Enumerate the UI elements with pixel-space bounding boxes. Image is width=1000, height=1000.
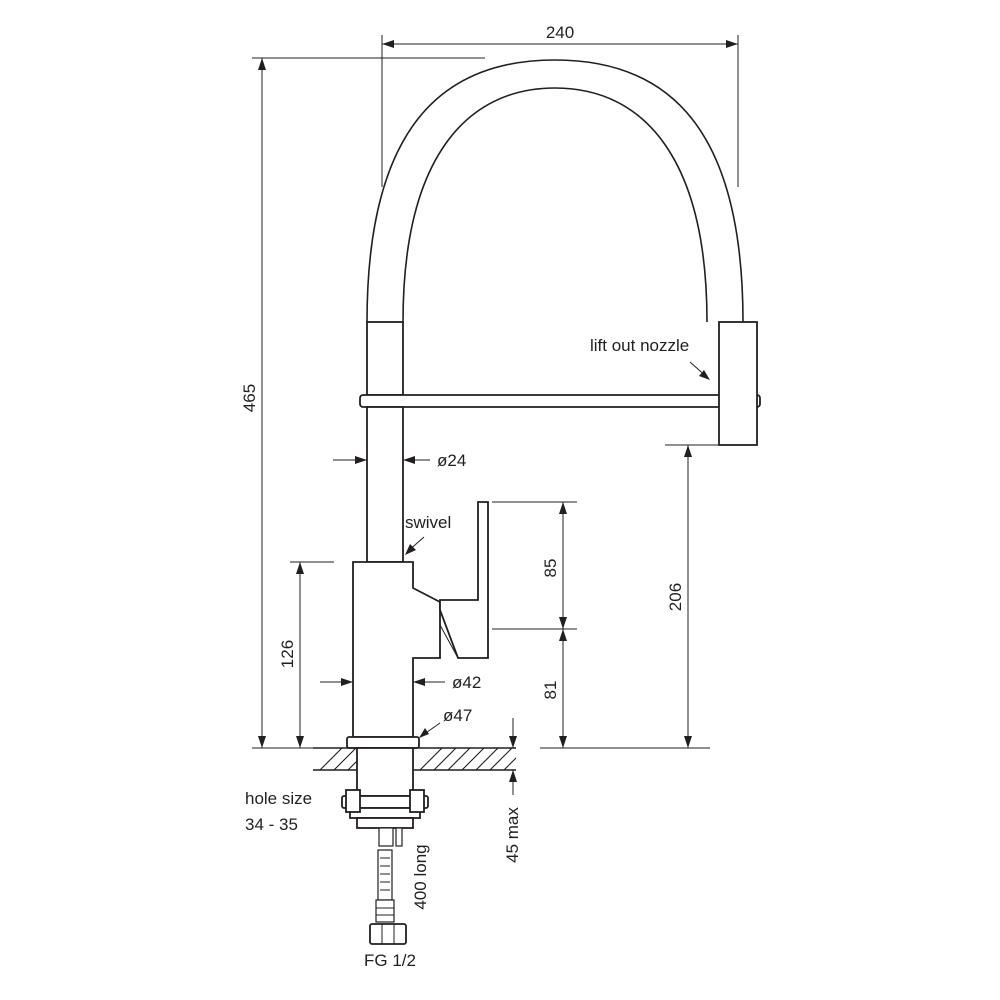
connection-label: FG 1/2 xyxy=(364,951,416,970)
dimension-spout-diameter xyxy=(333,456,430,464)
dimension-bench-thickness xyxy=(509,718,517,795)
dimension-body-height xyxy=(290,561,334,748)
mixer-body xyxy=(352,561,441,738)
hole-size-value: 34 - 35 xyxy=(245,815,298,834)
hole-size-title: hole size xyxy=(245,789,312,808)
dimension-lever-height xyxy=(492,501,577,630)
bench-section xyxy=(313,747,516,771)
spout-pipe xyxy=(366,406,404,563)
dimension-overall-height xyxy=(252,57,485,749)
flexible-hose xyxy=(375,827,403,923)
spout-diameter-label: ø24 xyxy=(437,451,466,470)
spout-riser-cap xyxy=(366,321,404,396)
lift-out-nozzle xyxy=(718,321,758,446)
hose-length-label: 400 long xyxy=(411,844,430,909)
swivel-leader xyxy=(405,536,425,555)
dimension-base-diameter xyxy=(419,722,441,738)
swivel-label: swivel xyxy=(405,513,451,532)
base-diameter-label: ø47 xyxy=(443,706,472,725)
fg-connector-nut xyxy=(369,923,407,945)
dimension-spout-reach xyxy=(381,35,739,187)
dimension-clearance-height xyxy=(665,444,719,748)
dimension-body-diameter xyxy=(320,678,445,686)
body-height-label: 126 xyxy=(278,640,297,668)
body-diameter-label: ø42 xyxy=(452,673,481,692)
gooseneck-spout xyxy=(366,59,744,323)
overall-height-label: 465 xyxy=(240,384,259,412)
bench-thickness-label: 45 max xyxy=(503,807,522,863)
spout-reach-label: 240 xyxy=(546,23,574,42)
threaded-shank xyxy=(356,747,414,797)
nozzle-leader xyxy=(689,361,710,380)
nozzle-label: lift out nozzle xyxy=(590,336,689,355)
clearance-height-label: 206 xyxy=(666,583,685,611)
dimension-lever-base-height xyxy=(540,629,710,749)
lever-height-label: 85 xyxy=(541,559,560,578)
fixing-bracket xyxy=(341,789,429,829)
lever-handle xyxy=(439,501,489,659)
base-flange xyxy=(346,736,420,749)
lever-base-height-label: 81 xyxy=(541,681,560,700)
spout-support-bar xyxy=(359,394,761,408)
